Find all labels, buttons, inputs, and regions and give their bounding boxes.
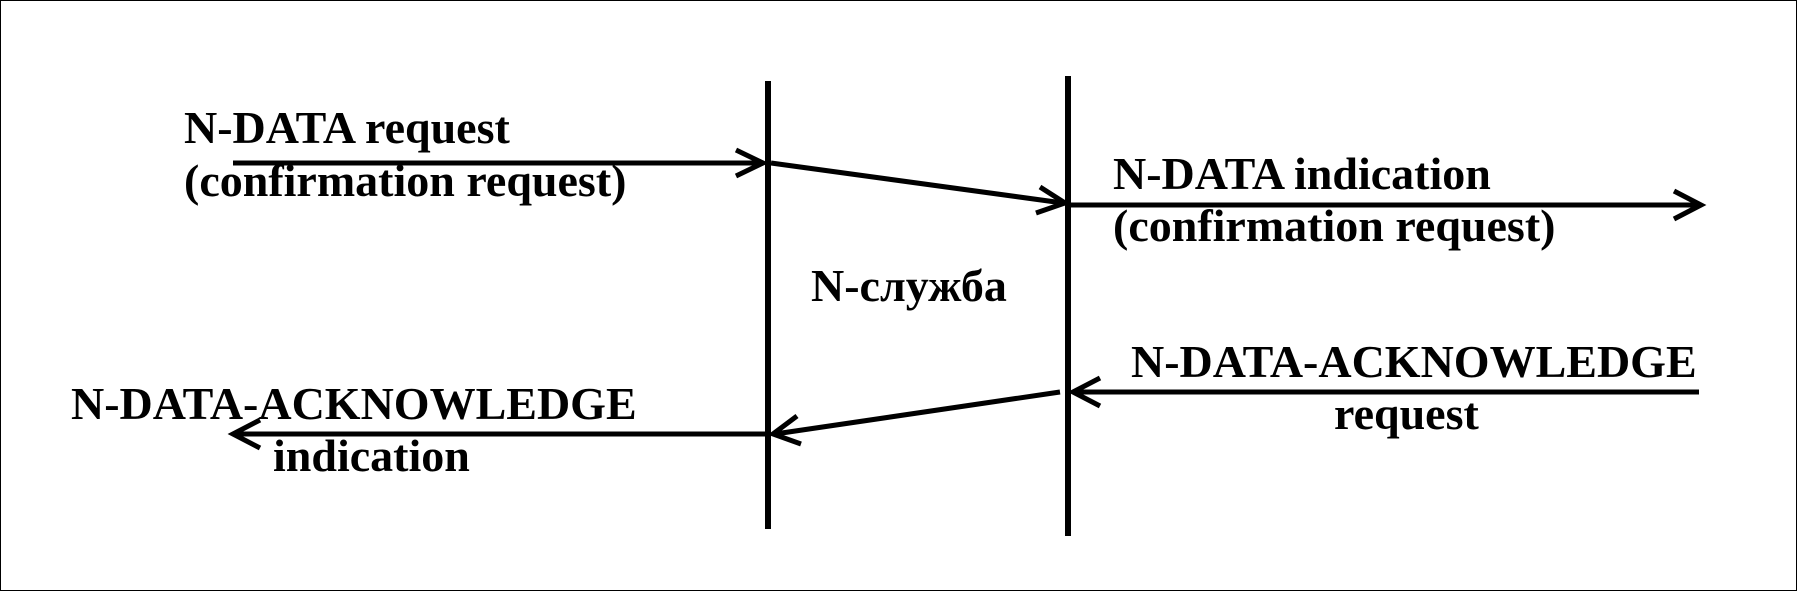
ack-request-sublabel: request <box>1334 388 1479 439</box>
request-arrow <box>233 147 769 179</box>
request-sublabel: (confirmation request) <box>184 155 626 206</box>
ack-indication-label: N-DATA-ACKNOWLEDGE <box>71 378 637 429</box>
indication-label: N-DATA indication <box>1113 148 1491 199</box>
ack-indication-arrow <box>227 417 766 451</box>
indication-sublabel: (confirmation request) <box>1113 200 1555 251</box>
service-forward-arrow <box>770 160 1071 216</box>
ack-request-label: N-DATA-ACKNOWLEDGE <box>1131 336 1697 387</box>
ack-indication-sublabel: indication <box>273 430 470 481</box>
indication-arrow <box>1071 188 1707 222</box>
request-label: N-DATA request <box>184 102 511 153</box>
service-label: N-служба <box>811 260 1007 311</box>
service-backward-arrow <box>767 389 1061 447</box>
ack-request-arrow <box>1067 375 1699 409</box>
